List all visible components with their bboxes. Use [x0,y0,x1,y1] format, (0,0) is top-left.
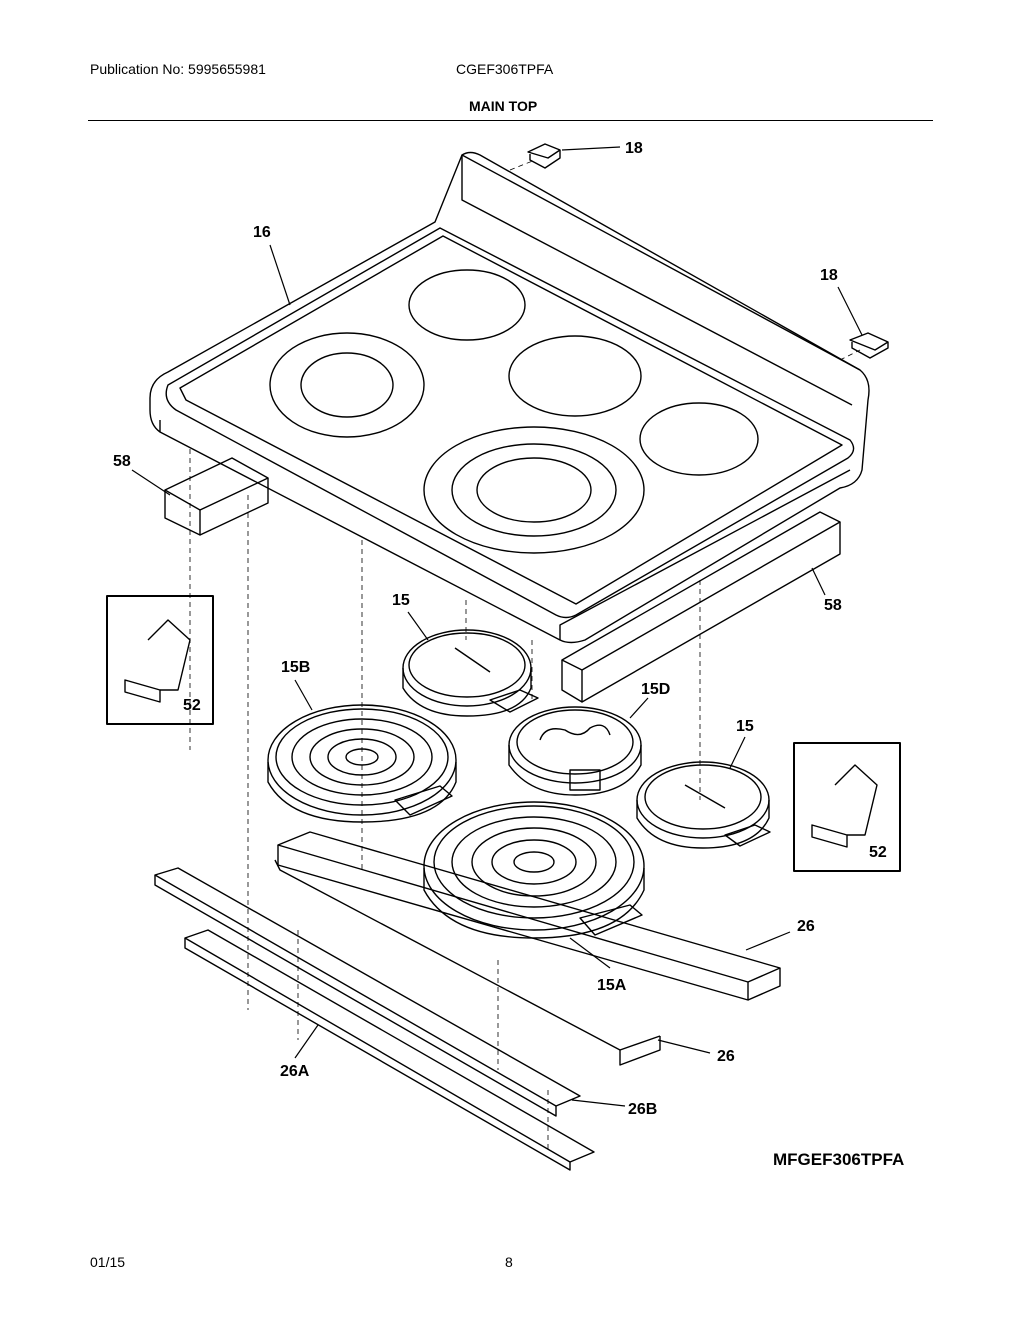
model-number: CGEF306TPFA [456,61,554,77]
publication-number: Publication No: 5995655981 [90,61,266,77]
foam-strip-58-left [164,457,269,536]
diagram-code: MFGEF306TPFA [773,1150,905,1169]
callout-15-upper: 15 [392,592,410,609]
surface-element-15A [423,801,645,939]
callout-58-right: 58 [824,597,842,614]
callout-15B: 15B [281,659,310,676]
callout-26-upper: 26 [797,918,815,935]
cooktop-main-top [149,151,870,644]
surface-element-15B [267,704,457,823]
bracket-52-right [811,764,878,848]
rail-26B [184,929,595,1171]
callout-58-left: 58 [113,453,131,470]
rail-26A [154,867,581,1117]
bracket-18-right [849,332,889,359]
callout-26A: 26A [280,1063,310,1080]
callout-15A: 15A [597,977,627,994]
surface-element-15D [508,706,642,796]
leader-lines [131,146,863,1107]
surface-element-15-lower [636,761,771,849]
callout-26-lower: 26 [717,1048,735,1065]
section-title: MAIN TOP [469,98,538,114]
callout-52-left: 52 [183,697,201,714]
cooktop-burner-rings [269,269,759,554]
callout-26B: 26B [628,1101,657,1118]
support-rail-26-upper [277,831,781,1001]
callout-18-top: 18 [625,140,643,157]
callout-15D: 15D [641,681,670,698]
footer-date: 01/15 [90,1254,126,1270]
foam-strip-58-right [561,511,841,703]
surface-element-15-upper [402,629,539,717]
inset-box-52-left [106,595,214,725]
support-rail-26-lower [274,859,661,1066]
callout-15-lower: 15 [736,718,754,735]
bracket-18-top [527,143,561,169]
callout-16: 16 [253,224,271,241]
callout-52-right: 52 [869,844,887,861]
callout-18-right: 18 [820,267,838,284]
page-number: 8 [505,1254,513,1270]
inset-box-52-right [793,742,901,872]
bracket-52-left [124,619,191,703]
header-rule [88,120,933,121]
